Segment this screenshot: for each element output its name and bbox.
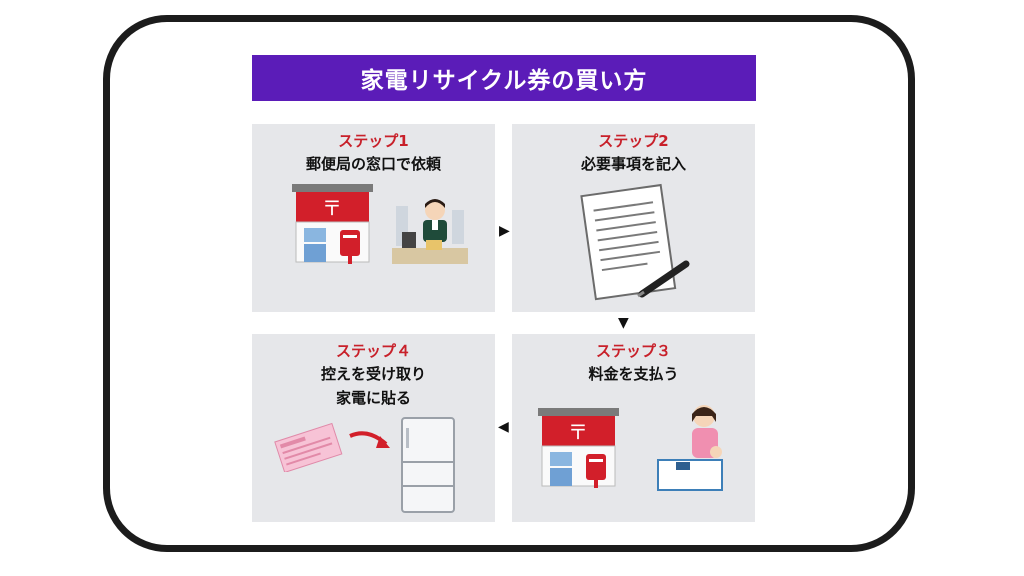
step-2-panel: ステップ2 必要事項を記入 [512,124,755,312]
step-2-label: ステップ2 [598,132,669,150]
document-pen-icon [580,183,690,301]
rounded-frame [103,15,915,552]
ticket-icon [274,422,343,472]
arrow-down-icon: ▼ [618,315,629,331]
step-4-panel: ステップ４ 控えを受け取り 家電に貼る [252,334,495,522]
arrow-right-icon: ▶ [499,223,510,239]
refrigerator-icon [401,417,455,513]
step-2-text: 必要事項を記入 [580,155,686,173]
red-arrow-icon [349,431,390,448]
post-office-icon: 〒 [538,408,619,488]
step-4-text: 控えを受け取り 家電に貼る [320,365,426,407]
step-3-panel: ステップ３ 料金を支払う 〒 [512,334,755,522]
clerk-icon [392,199,468,264]
step-4-label: ステップ４ [335,342,411,360]
step-1-panel: ステップ1 郵便局の窓口で依頼 〒 [252,124,495,312]
step-1-label: ステップ1 [338,132,409,150]
step-1-text: 郵便局の窓口で依頼 [305,155,441,173]
arrow-left-icon: ◀ [498,419,509,435]
post-office-icon: 〒 [292,184,373,264]
customer-icon [657,405,723,491]
svg-text:〒: 〒 [322,196,342,220]
page-title: 家電リサイクル券の買い方 [252,55,756,101]
svg-text:〒: 〒 [568,420,588,444]
step-3-text: 料金を支払う [588,365,679,383]
step-3-label: ステップ３ [595,342,671,360]
